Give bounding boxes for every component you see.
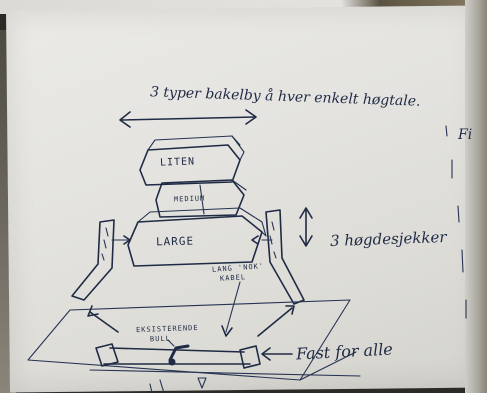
large-box xyxy=(127,207,267,267)
liten-box xyxy=(139,135,245,186)
base-element xyxy=(95,339,261,369)
heights-note: 3 høgdesjekker xyxy=(329,227,447,251)
leader-arrows xyxy=(87,281,295,337)
fixed-arrow xyxy=(261,347,293,361)
right-margin-text: Fi xyxy=(458,127,473,143)
paper-right-edge xyxy=(465,0,487,393)
width-arrow xyxy=(119,109,257,128)
large-label: LARGE xyxy=(155,234,195,249)
existing-label-2: BULL xyxy=(149,334,171,344)
floor-plane xyxy=(27,299,361,381)
height-arrow xyxy=(299,207,313,247)
left-post xyxy=(71,219,131,301)
liten-label: LITEN xyxy=(159,156,196,169)
right-post xyxy=(251,209,305,305)
margin-ticks xyxy=(445,125,467,319)
bottom-marks xyxy=(149,377,207,393)
medium-label: MEDIUM xyxy=(173,194,206,204)
